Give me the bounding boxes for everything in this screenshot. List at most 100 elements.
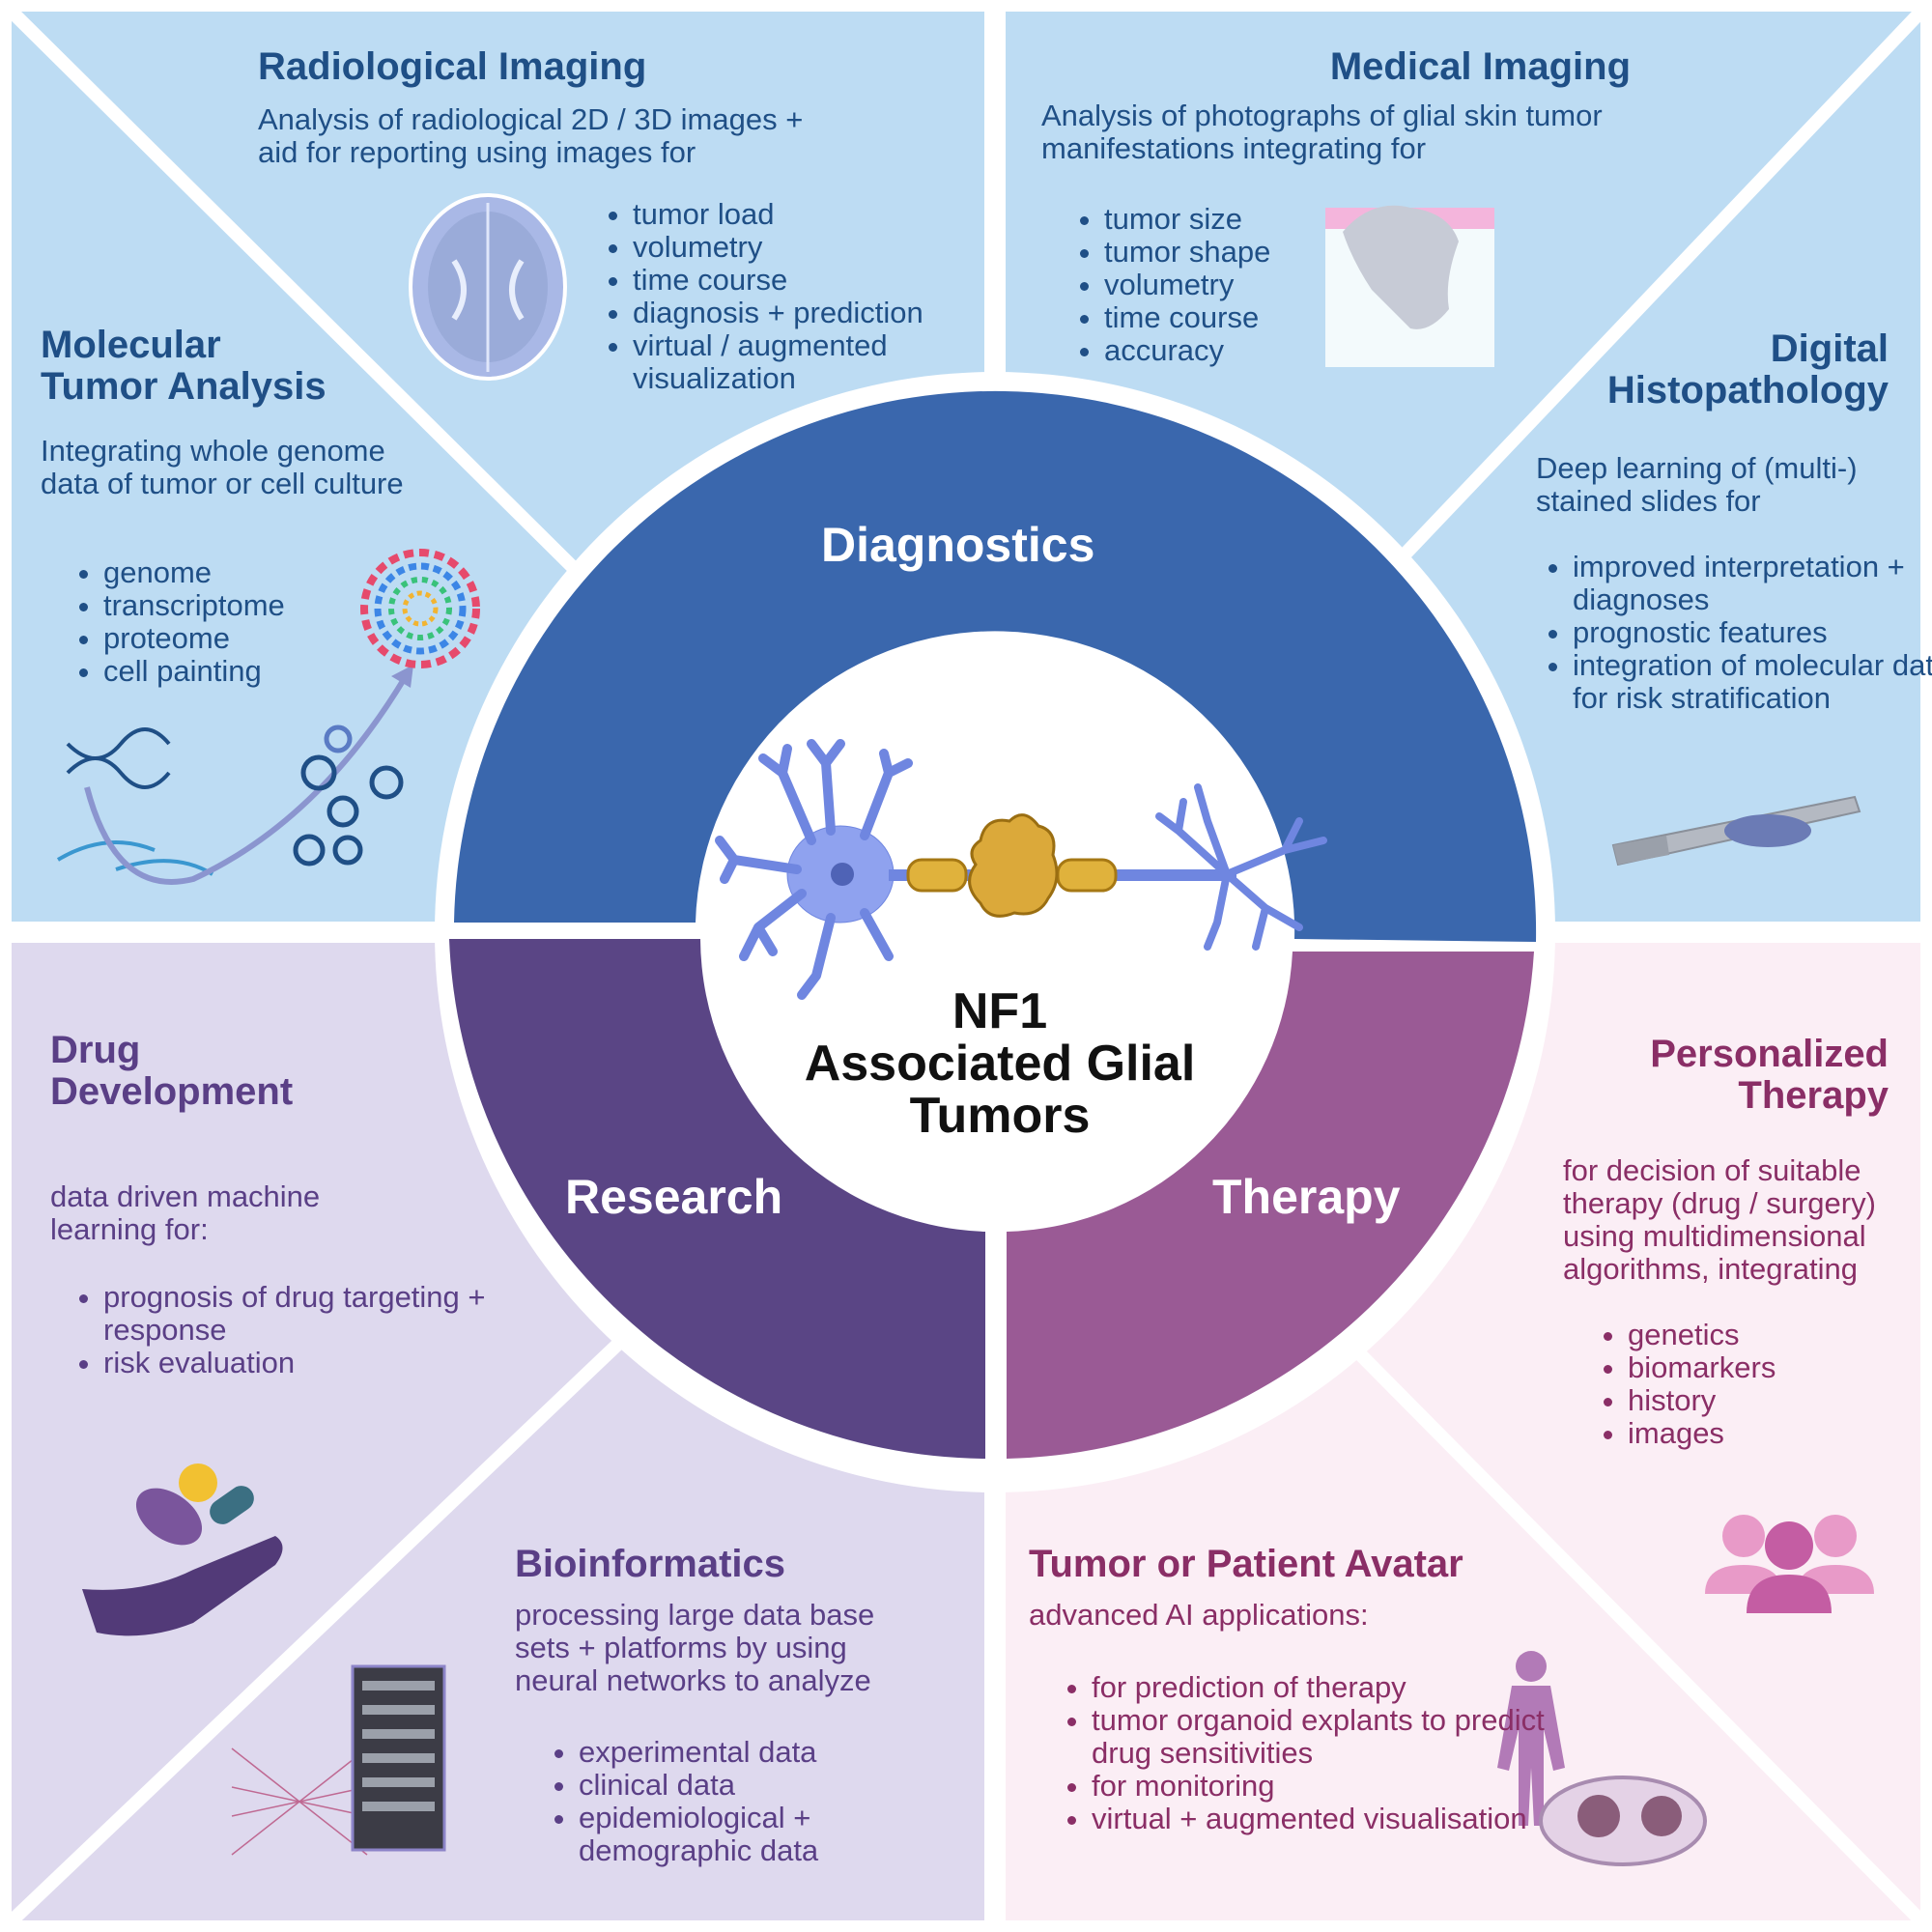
list-item: improved interpretation + diagnoses xyxy=(1573,551,1932,616)
histo-title-line2: Histopathology xyxy=(1606,369,1889,412)
center-disc xyxy=(705,642,1285,1222)
drug-desc-line1: data driven machine xyxy=(50,1179,321,1213)
list-item: transcriptome xyxy=(103,589,422,622)
list-item: for prediction of therapy xyxy=(1092,1671,1565,1704)
medical-desc-line1: Analysis of photographs of glial skin tu… xyxy=(1041,99,1603,132)
bioinformatics-desc-line2: sets + platforms by using xyxy=(515,1631,847,1664)
bioinformatics-block: Bioinformatics processing large data bas… xyxy=(515,1544,959,1697)
radiological-imaging-block: Radiological Imaging Analysis of radiolo… xyxy=(258,46,953,169)
microscope-slide-icon xyxy=(1611,795,1861,867)
trend-arrowhead xyxy=(391,665,413,688)
bioinformatics-title: Bioinformatics xyxy=(515,1543,786,1585)
bioinformatics-desc-line3: neural networks to analyze xyxy=(515,1663,871,1697)
circos-plot-icon xyxy=(360,549,480,668)
ring-segment-therapy xyxy=(1007,952,1534,1459)
list-item: integration of molecular data for risk s… xyxy=(1573,649,1932,715)
histo-list: improved interpretation + diagnoses prog… xyxy=(1510,551,1932,715)
center-title-line1: NF1 xyxy=(952,983,1048,1039)
personalized-desc-line2: therapy (drug / surgery) xyxy=(1563,1186,1876,1220)
center-title-line3: Tumors xyxy=(909,1088,1091,1144)
radiological-title: Radiological Imaging xyxy=(258,45,647,88)
molecular-list: genome transcriptome proteome cell paint… xyxy=(41,556,422,688)
personalized-desc-line3: using multidimensional xyxy=(1563,1219,1866,1253)
bioinformatics-desc-line1: processing large data base xyxy=(515,1598,875,1632)
drug-desc-line2: learning for: xyxy=(50,1212,209,1246)
bioinformatics-list: experimental data clinical data epidemio… xyxy=(516,1736,946,1867)
list-item: prognostic features xyxy=(1573,616,1932,649)
histo-title-line1: Digital xyxy=(1770,327,1889,370)
list-item: genetics xyxy=(1628,1319,1918,1351)
molecular-analysis-block: Molecular Tumor Analysis Integrating who… xyxy=(41,325,524,500)
personalized-desc-line4: algorithms, integrating xyxy=(1563,1252,1858,1286)
ring-segment-diagnostics xyxy=(454,390,1537,942)
ring-segment-research xyxy=(449,939,985,1459)
list-item: history xyxy=(1628,1384,1918,1417)
list-item: tumor shape xyxy=(1104,236,1423,269)
list-item: proteome xyxy=(103,622,422,655)
histo-desc-line2: stained slides for xyxy=(1536,484,1761,518)
personalized-title-line1: Personalized xyxy=(1650,1033,1889,1075)
list-item: tumor organoid explants to predict drug … xyxy=(1092,1704,1565,1770)
histo-desc-line1: Deep learning of (multi-) xyxy=(1536,451,1858,485)
list-item: risk evaluation xyxy=(103,1347,490,1379)
list-item: diagnosis + prediction xyxy=(633,297,1019,329)
medical-desc-line2: manifestations integrating for xyxy=(1041,131,1427,165)
petri-dish-icon xyxy=(1539,1776,1707,1866)
drug-list: prognosis of drug targeting + response r… xyxy=(41,1281,490,1379)
list-item: cell painting xyxy=(103,655,422,688)
list-item: biomarkers xyxy=(1628,1351,1918,1384)
list-item: tumor size xyxy=(1104,203,1423,236)
skin-tumor-icon xyxy=(1325,205,1494,367)
protein-blobs-icon xyxy=(293,724,404,867)
ring-label-diagnostics: Diagnostics xyxy=(821,518,1095,572)
list-item: experimental data xyxy=(579,1736,946,1769)
drug-title-line2: Development xyxy=(50,1070,294,1113)
histo-description: Deep learning of (multi-) stained slides… xyxy=(1536,452,1903,518)
pills-hand-icon xyxy=(82,1463,283,1636)
molecular-desc-line2: data of tumor or cell culture xyxy=(41,467,404,500)
list-item: virtual + augmented visualisation xyxy=(1092,1803,1565,1835)
center-title-line2: Associated Glial xyxy=(804,1036,1196,1092)
radiological-desc-line1: Analysis of radiological 2D / 3D images … xyxy=(258,102,804,136)
list-item: epidemiological + demographic data xyxy=(579,1802,946,1867)
server-network-icon xyxy=(231,1664,446,1856)
molecular-title-line2: Tumor Analysis xyxy=(41,365,327,408)
drug-title-line1: Drug xyxy=(50,1029,141,1071)
list-item: genome xyxy=(103,556,422,589)
list-item: time course xyxy=(1104,301,1423,334)
list-item: virtual / augmented visualization xyxy=(633,329,1019,395)
list-item: for monitoring xyxy=(1092,1770,1565,1803)
center-title: NF1 Associated Glial Tumors xyxy=(734,985,1265,1142)
ring-label-research: Research xyxy=(565,1170,783,1224)
drug-development-block: Drug Development data driven machine lea… xyxy=(50,1030,456,1246)
personalized-title-line2: Therapy xyxy=(1738,1074,1889,1117)
personalized-therapy-block: Personalized Therapy xyxy=(1507,1034,1889,1117)
personalized-desc-line1: for decision of suitable xyxy=(1563,1153,1861,1187)
brain-scan-icon xyxy=(409,193,567,381)
medical-list: tumor size tumor shape volumetry time co… xyxy=(1041,203,1423,367)
list-item: prognosis of drug targeting + response xyxy=(103,1281,490,1347)
digital-histopathology-block: Digital Histopathology xyxy=(1497,328,1889,412)
list-item: time course xyxy=(633,264,1019,297)
personalized-description: for decision of suitable therapy (drug /… xyxy=(1563,1154,1920,1286)
human-figure-icon xyxy=(1497,1651,1565,1826)
medical-imaging-block: Medical Imaging Analysis of photographs … xyxy=(1041,46,1718,165)
list-item: accuracy xyxy=(1104,334,1423,367)
trend-arrow xyxy=(84,674,409,885)
list-item: volumetry xyxy=(1104,269,1423,301)
people-group-icon xyxy=(1705,1515,1874,1613)
list-item: tumor load xyxy=(633,198,1019,231)
ring-label-therapy: Therapy xyxy=(1212,1170,1401,1224)
list-item: images xyxy=(1628,1417,1918,1450)
patient-avatar-block: Tumor or Patient Avatar advanced AI appl… xyxy=(1029,1544,1550,1632)
molecular-title-line1: Molecular xyxy=(41,324,221,366)
avatar-list: for prediction of therapy tumor organoid… xyxy=(1029,1671,1565,1835)
avatar-desc-line1: advanced AI applications: xyxy=(1029,1598,1369,1632)
radiological-list: tumor load volumetry time course diagnos… xyxy=(570,198,1019,395)
avatar-title: Tumor or Patient Avatar xyxy=(1029,1543,1463,1585)
molecular-desc-line1: Integrating whole genome xyxy=(41,434,385,468)
list-item: clinical data xyxy=(579,1769,946,1802)
